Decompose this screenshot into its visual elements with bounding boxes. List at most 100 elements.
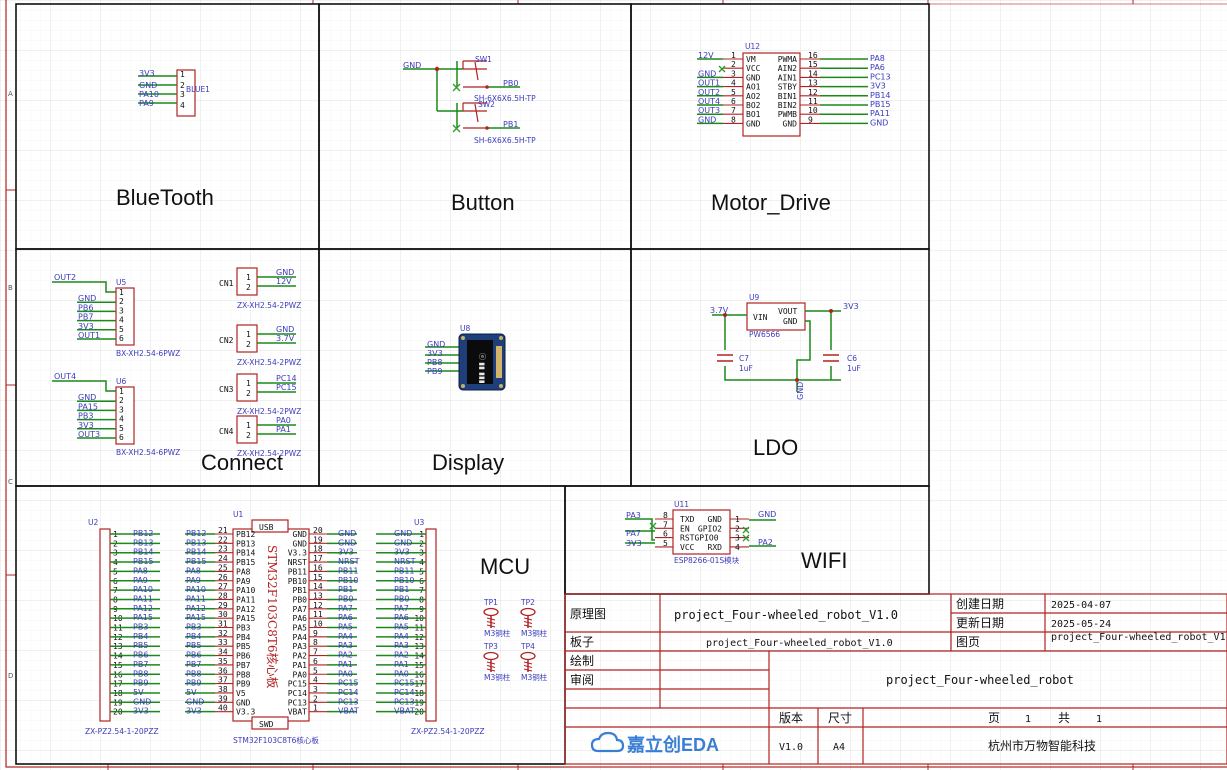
motor-left-pin-num: 6 — [731, 97, 736, 106]
btn-sw2-part: SH-6X6X6.5H-TP — [474, 136, 536, 145]
btn-sw1-part: SH-6X6X6.5H-TP — [474, 94, 536, 103]
u1-right-net: VBAT — [338, 707, 359, 716]
u6-pin-num: 4 — [119, 415, 124, 424]
u1-left-pin-name: PB12 — [236, 530, 255, 539]
ldo-ref: U9 — [749, 293, 759, 302]
ldo-pin-gnd: GND — [783, 317, 798, 326]
ruler-row-b: B — [8, 284, 13, 292]
cn-net: PA1 — [276, 425, 291, 434]
u6-pin-num: 5 — [119, 424, 124, 433]
tb-created-value: 2025-04-07 — [1051, 600, 1111, 611]
u1-left-pin-name: PA11 — [236, 595, 255, 604]
u1-right-net: PC15 — [338, 679, 359, 688]
u2-net: PB3 — [133, 623, 148, 632]
tb-draw-label: 绘制 — [570, 653, 594, 668]
u1-left-pin-name: PB7 — [236, 661, 251, 670]
u1-right-pin-num: 8 — [313, 638, 318, 647]
u1-left-net: PB13 — [186, 538, 207, 547]
u1-right-pin-name: VBAT — [288, 708, 307, 717]
u1-right-net: PA7 — [338, 604, 353, 613]
u5-pin-num: 6 — [119, 334, 124, 343]
tb-page-word: 页 — [988, 711, 1000, 725]
u3-net: PA6 — [394, 613, 409, 622]
screw-thread — [523, 661, 533, 665]
u2-net: GND — [133, 697, 151, 706]
u1-left-net: PB14 — [186, 548, 207, 557]
u1-right-pin-num: 20 — [313, 526, 323, 535]
motor-left-pin-num: 1 — [731, 51, 736, 60]
u2-net: PB8 — [133, 669, 148, 678]
u5-pin-num: 5 — [119, 325, 124, 334]
tp-ref: TP3 — [483, 642, 498, 651]
u1-right-net: PC13 — [338, 697, 359, 706]
u3-net: PA2 — [394, 651, 409, 660]
motor-right-pin-name: PWMA — [778, 55, 797, 64]
motor-left-pin-name: AO2 — [746, 92, 761, 101]
ldo-c7-val: 1uF — [739, 364, 753, 373]
u1-right-pin-name: PA3 — [293, 642, 308, 651]
bt-pin-4: 4 — [180, 101, 185, 110]
u1-right-net: PA6 — [338, 613, 353, 622]
ldo-net-out: 3V3 — [843, 302, 859, 311]
u6-body — [115, 386, 135, 445]
u1-right-pin-num: 5 — [313, 666, 318, 675]
u1-right-pin-num: 9 — [313, 629, 318, 638]
header-u2: U2ZX-PZ2.54-1-20PZZ1PB122PB133PB144PB155… — [85, 518, 160, 736]
u3-net: PA3 — [394, 641, 409, 650]
screw-thread — [523, 664, 533, 669]
display-net-2: 3V3 — [427, 349, 443, 358]
u1-left-pin-num: 24 — [218, 554, 228, 563]
u2-net: PA15 — [133, 613, 153, 622]
u1-right-pin-name: GND — [293, 539, 308, 548]
motor-left-net: 12V — [698, 51, 714, 60]
ruler-row-d: D — [8, 672, 13, 680]
u3-net: 3V3 — [394, 548, 410, 557]
u6-top-wire — [52, 380, 116, 392]
tb-page-label: 图页 — [956, 635, 980, 649]
u3-part: ZX-PZ2.54-1-20PZZ — [411, 727, 485, 736]
cn-part: ZX-XH2.54-2PWZ — [237, 407, 301, 416]
u6-ref: U6 — [116, 377, 126, 386]
tb-version-label: 版本 — [779, 711, 803, 725]
u1-left-net: PA12 — [186, 604, 206, 613]
motor-right-net: PA8 — [870, 54, 885, 63]
u1-left-pin-name: PB5 — [236, 642, 251, 651]
tp-part: M3铜柱 — [484, 672, 511, 682]
u2-net: PB6 — [133, 651, 148, 660]
cn-net: GND — [276, 325, 294, 334]
u3-net: PB0 — [394, 594, 409, 603]
wifi-left-pin-name: VCC — [680, 543, 695, 552]
tb-review-label: 审阅 — [570, 672, 594, 687]
u1-left-pin-num: 23 — [218, 545, 228, 554]
u3-net: PC15 — [394, 679, 415, 688]
u1-right-pin-num: 14 — [313, 582, 323, 591]
oled-screen — [467, 340, 493, 384]
btn-net-gnd: GND — [403, 61, 421, 70]
section-frames — [15, 3, 930, 765]
wifi-ref: U11 — [674, 500, 689, 509]
u2-net: PA10 — [133, 585, 153, 594]
wifi-part: ESP8266-01S模块 — [674, 555, 740, 565]
tp-ref: TP1 — [483, 598, 498, 607]
u1-usb-box — [251, 519, 289, 533]
u1-right-pin-num: 3 — [313, 685, 318, 694]
u1-left-net: PA9 — [186, 576, 201, 585]
wifi-right-pin-num: 3 — [735, 534, 740, 543]
u3-ref: U3 — [414, 518, 424, 527]
bt-net-3: PA10 — [139, 90, 159, 99]
u1-right-pin-num: 18 — [313, 545, 323, 554]
bt-net-4: PA9 — [139, 99, 154, 108]
u1-left-net: PB8 — [186, 669, 201, 678]
u1-right-pin-num: 4 — [313, 676, 318, 685]
cn-net: 3.7V — [276, 334, 295, 343]
frame-outer — [5, 0, 1227, 768]
tb-size-label: 尺寸 — [828, 711, 852, 725]
screw-icon — [483, 607, 499, 628]
display-net-1: GND — [427, 340, 445, 349]
u1-right-pin-num: 17 — [313, 554, 323, 563]
u1-right-pin-name: PA0 — [293, 670, 308, 679]
motor-right-net: PB14 — [870, 91, 891, 100]
u6-top-net: OUT4 — [54, 372, 76, 381]
u3-net: PA5 — [394, 623, 409, 632]
motor-left-net: OUT2 — [698, 88, 720, 97]
